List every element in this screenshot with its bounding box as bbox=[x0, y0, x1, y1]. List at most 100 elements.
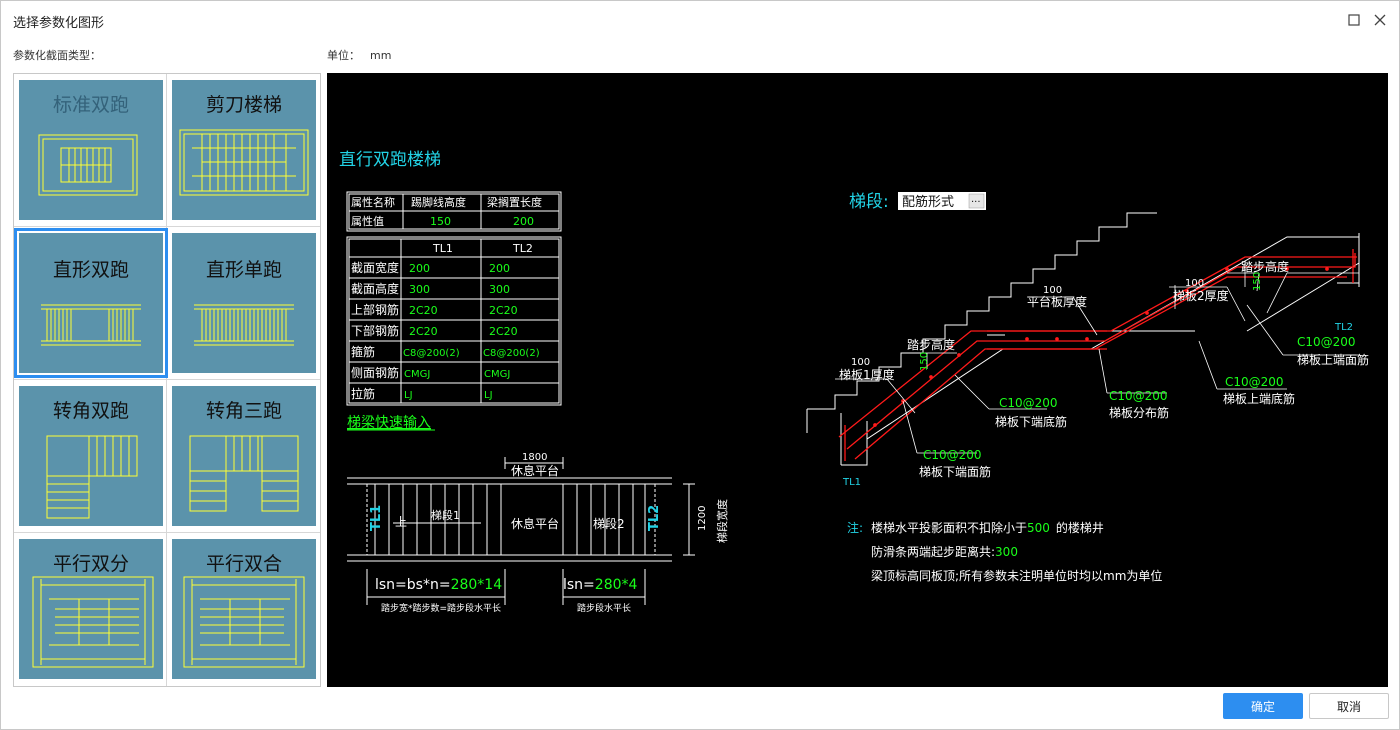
section-board-low-bottom: 梯板下端底筋 bbox=[995, 414, 1067, 429]
more-options-button[interactable] bbox=[968, 193, 985, 209]
section-c10-top-right[interactable]: C10@200 bbox=[1297, 335, 1356, 349]
beam-cell[interactable]: 200 bbox=[409, 262, 430, 275]
segment-select-box[interactable] bbox=[898, 192, 986, 210]
beam-cell[interactable]: 300 bbox=[489, 283, 510, 296]
unit-value: mm bbox=[370, 49, 392, 62]
beam-cell[interactable]: C8@200(2) bbox=[483, 348, 540, 359]
beam-row-label: 箍筋 bbox=[351, 344, 375, 359]
beam-header-tl2: TL2 bbox=[512, 242, 533, 255]
window-title: 选择参数化图形 bbox=[13, 16, 105, 31]
section-c10-dist[interactable]: C10@200 bbox=[1109, 389, 1168, 403]
shape-straight-double-run[interactable]: 直形双跑 bbox=[14, 228, 168, 378]
segment-label: 梯段: bbox=[849, 192, 889, 212]
shape-name: 转角三跑 bbox=[205, 400, 282, 422]
beam-row-label: 拉筋 bbox=[351, 386, 375, 401]
segment-select[interactable]: 配筋形式 bbox=[902, 194, 954, 210]
shape-parallel-split[interactable]: 平行双分 bbox=[19, 539, 163, 679]
attr-row-label: 属性值 bbox=[351, 214, 384, 228]
beam-row-label: 截面宽度 bbox=[351, 260, 399, 275]
stair-plan-icon bbox=[179, 129, 309, 196]
plan-caption1: 踏步宽*踏步数=踏步段水平长 bbox=[381, 602, 501, 614]
beam-cell[interactable]: 2C20 bbox=[409, 304, 438, 317]
stair-plan-icon bbox=[32, 576, 154, 668]
section-leaders bbox=[835, 261, 1359, 454]
plan-caption2: 踏步段水平长 bbox=[577, 602, 631, 614]
attr-value[interactable]: 150 bbox=[430, 215, 451, 228]
section-dim-150-left[interactable]: 150 bbox=[919, 352, 930, 371]
close-icon bbox=[1374, 14, 1386, 26]
plan-formula2-prefix: lsn= bbox=[563, 577, 595, 593]
plan-formula1-value[interactable]: 280*14 bbox=[451, 577, 503, 593]
plan-run2: 梯段2 bbox=[593, 516, 625, 531]
section-c10-low-face[interactable]: C10@200 bbox=[923, 448, 982, 462]
notes-line2-num[interactable]: 300 bbox=[995, 545, 1018, 559]
preview-heading: 直行双跑楼梯 bbox=[339, 150, 441, 170]
beam-cell[interactable]: CMGJ bbox=[404, 369, 430, 380]
shape-name: 转角双跑 bbox=[52, 400, 129, 422]
plan-platform-top: 休息平台 bbox=[511, 463, 559, 478]
attr-value[interactable]: 200 bbox=[513, 215, 534, 228]
shape-name: 直形双跑 bbox=[52, 259, 129, 281]
unit-label-text: 单位： bbox=[327, 49, 360, 62]
beam-cell[interactable]: 2C20 bbox=[489, 325, 518, 338]
beam-cell[interactable]: C8@200(2) bbox=[403, 348, 460, 359]
stair-plan-icon bbox=[38, 134, 138, 196]
section-tl1: TL1 bbox=[842, 477, 861, 488]
shape-scissor-stair[interactable]: 剪刀楼梯 bbox=[172, 80, 316, 220]
shape-parallel-merge[interactable]: 平行双合 bbox=[172, 539, 316, 679]
plan-formula2-value[interactable]: 280*4 bbox=[595, 577, 638, 593]
notes-line1-num[interactable]: 500 bbox=[1027, 521, 1050, 535]
shape-straight-single-run[interactable]: 直形单跑 bbox=[172, 233, 316, 373]
beam-row-label: 侧面钢筋 bbox=[351, 365, 399, 380]
close-button[interactable] bbox=[1369, 9, 1391, 31]
plan-width-dim: 1200 bbox=[697, 506, 708, 531]
attr-table-grid bbox=[346, 191, 562, 232]
plan-dim-top: 1800 bbox=[522, 452, 547, 463]
section-board-low-face: 梯板下端面筋 bbox=[919, 464, 991, 479]
shape-standard-double-run[interactable]: 标准双跑 bbox=[19, 80, 163, 220]
beam-cell[interactable]: 200 bbox=[489, 262, 510, 275]
cancel-button[interactable]: 取消 bbox=[1309, 693, 1389, 719]
gallery-divider bbox=[166, 74, 167, 686]
beam-cell[interactable]: CMGJ bbox=[484, 369, 510, 380]
section-step-height-top: 踏步高度 bbox=[1241, 259, 1289, 274]
notes-label: 注: bbox=[847, 520, 863, 535]
beam-row-label: 截面高度 bbox=[351, 281, 399, 296]
maximize-button[interactable] bbox=[1343, 9, 1365, 31]
plan-platform-mid: 休息平台 bbox=[511, 516, 559, 531]
beam-row-label: 下部钢筋 bbox=[351, 323, 399, 338]
titlebar: 选择参数化图形 bbox=[1, 1, 1399, 39]
stair-plan-icon bbox=[41, 304, 141, 346]
beam-cell[interactable]: 2C20 bbox=[489, 304, 518, 317]
stair-plan-icon bbox=[189, 435, 299, 512]
ok-button[interactable]: 确定 bbox=[1223, 693, 1303, 719]
beam-cell[interactable]: 2C20 bbox=[409, 325, 438, 338]
section-dim-100-left: 100 bbox=[851, 357, 870, 368]
plan-up-label: 上 bbox=[395, 515, 407, 529]
section-c10-low-bottom[interactable]: C10@200 bbox=[999, 396, 1058, 410]
beam-cell[interactable]: LJ bbox=[484, 390, 493, 401]
shape-gallery: 标准双跑 剪刀楼梯 bbox=[13, 73, 321, 687]
section-platform-thickness: 平台板厚度 bbox=[1027, 294, 1087, 309]
plan-run1: 梯段1 bbox=[431, 508, 460, 522]
beam-row-label: 上部钢筋 bbox=[351, 302, 399, 317]
shape-corner-triple-run[interactable]: 转角三跑 bbox=[172, 386, 316, 526]
beam-cell[interactable]: 300 bbox=[409, 283, 430, 296]
notes-line1-a: 楼梯水平投影面积不扣除小于 bbox=[871, 520, 1027, 535]
section-tl2: TL2 bbox=[1334, 322, 1353, 333]
section-step-height-left: 踏步高度 bbox=[907, 337, 955, 352]
preview-canvas: 直行双跑楼梯 属性名称 踢脚线高度 梁搁置长度 属性值 150 200 bbox=[327, 73, 1388, 687]
beam-cell[interactable]: LJ bbox=[404, 390, 413, 401]
stair-drawing: 直行双跑楼梯 属性名称 踢脚线高度 梁搁置长度 属性值 150 200 bbox=[339, 150, 1369, 614]
section-board1-thickness: 梯板1厚度 bbox=[839, 367, 895, 382]
shape-corner-double-run[interactable]: 转角双跑 bbox=[19, 386, 163, 526]
rebar bbox=[838, 249, 1357, 461]
section-dim-150-top[interactable]: 150 bbox=[1252, 272, 1263, 291]
section-c10-top-bottom[interactable]: C10@200 bbox=[1225, 375, 1284, 389]
notes-line2-a: 防滑条两端起步距离共: bbox=[871, 544, 995, 559]
section-board-dist: 梯板分布筋 bbox=[1109, 405, 1169, 420]
shape-name: 剪刀楼梯 bbox=[205, 94, 282, 116]
quick-input-link[interactable]: 梯梁快速输入 bbox=[347, 415, 431, 431]
